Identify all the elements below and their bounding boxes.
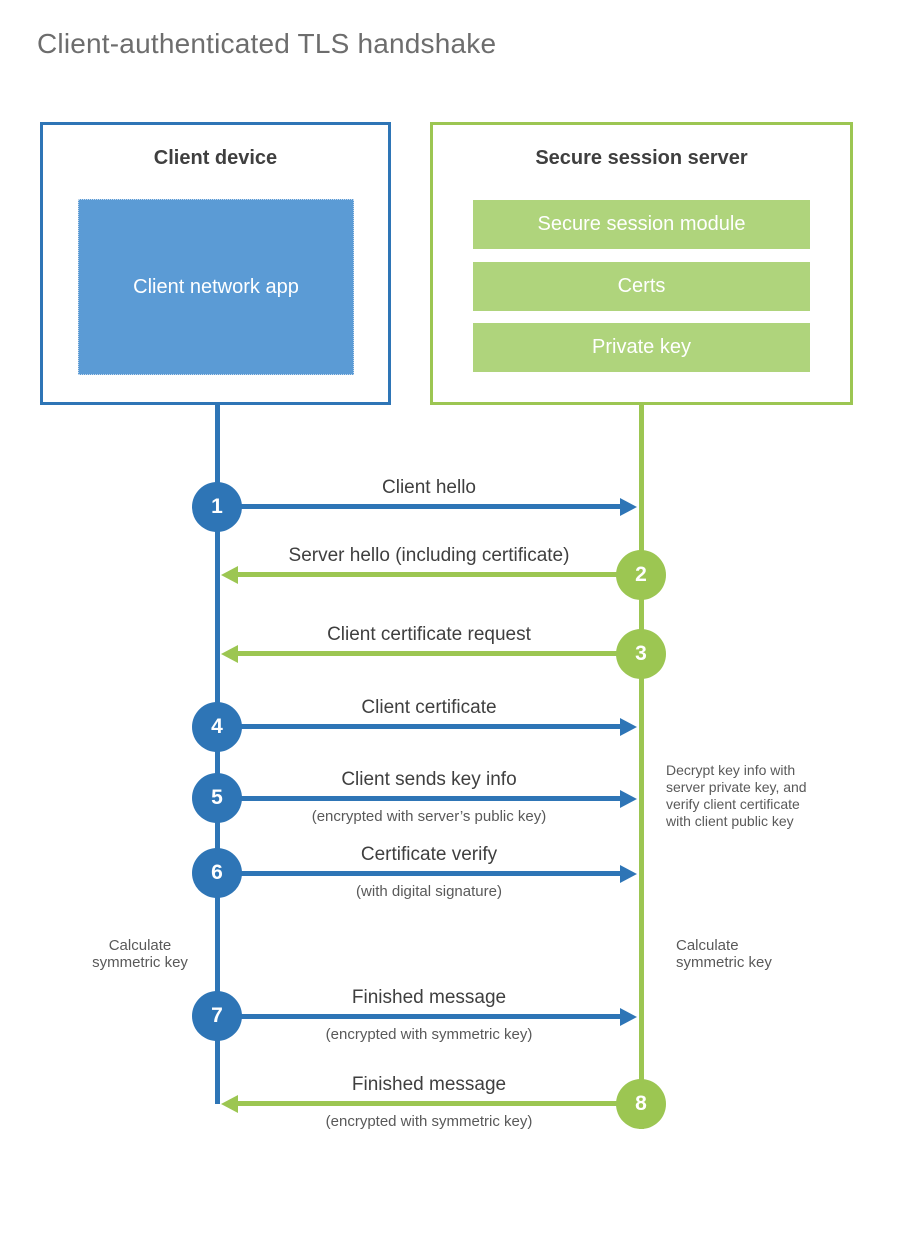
message-sublabel: (encrypted with symmetric key) (325, 1026, 533, 1043)
client-lifeline (215, 405, 220, 1104)
message-label: Finished message (351, 1074, 507, 1095)
arrow-shaft (217, 724, 621, 729)
step-circle-6: 6 (192, 848, 242, 898)
step-circle-3: 3 (616, 629, 666, 679)
client-network-app-label: Client network app (133, 275, 299, 298)
arrow-shaft (237, 651, 641, 656)
arrow-shaft (217, 504, 621, 509)
step-circle-2: 2 (616, 550, 666, 600)
client-network-app-box: Client network app (78, 199, 354, 375)
arrow-head-right-icon (620, 718, 637, 736)
step-circle-1: 1 (192, 482, 242, 532)
message-label: Client certificate request (327, 624, 531, 645)
message-label: Finished message (351, 987, 507, 1008)
arrow-shaft (237, 572, 641, 577)
client-device-box: Client device Client network app (40, 122, 391, 405)
calculate-symmetric-key-note-server: Calculate symmetric key (676, 937, 772, 971)
message-label: Client certificate (361, 697, 497, 718)
message-label: Client hello (382, 477, 476, 498)
message-label: Client sends key info (341, 769, 517, 790)
arrow-head-left-icon (221, 566, 238, 584)
arrow-shaft (217, 1014, 621, 1019)
step-circle-4: 4 (192, 702, 242, 752)
arrow-head-right-icon (620, 498, 637, 516)
message-sublabel: (encrypted with server’s public key) (311, 808, 547, 825)
arrow-head-left-icon (221, 645, 238, 663)
message-label: Server hello (including certificate) (288, 545, 570, 566)
step-circle-7: 7 (192, 991, 242, 1041)
secure-session-server-title: Secure session server (535, 147, 748, 169)
secure-session-server-box: Secure session server Secure session mod… (430, 122, 853, 405)
server-module-certs: Certs (473, 262, 810, 311)
arrow-head-right-icon (620, 865, 637, 883)
decrypt-note: Decrypt key info with server private key… (666, 762, 807, 829)
arrow-shaft (217, 871, 621, 876)
message-sublabel: (with digital signature) (356, 883, 502, 900)
server-module-secure-session: Secure session module (473, 200, 810, 249)
calculate-symmetric-key-note-client: Calculate symmetric key (92, 937, 188, 971)
server-lifeline (639, 405, 644, 1129)
arrow-shaft (237, 1101, 641, 1106)
message-label: Certificate verify (360, 844, 498, 865)
message-sublabel: (encrypted with symmetric key) (325, 1113, 533, 1130)
page-title: Client-authenticated TLS handshake (37, 28, 497, 59)
arrow-shaft (217, 796, 621, 801)
step-circle-5: 5 (192, 773, 242, 823)
client-device-title: Client device (153, 147, 278, 169)
arrow-head-left-icon (221, 1095, 238, 1113)
step-circle-8: 8 (616, 1079, 666, 1129)
arrow-head-right-icon (620, 790, 637, 808)
arrow-head-right-icon (620, 1008, 637, 1026)
server-module-private-key: Private key (473, 323, 810, 372)
